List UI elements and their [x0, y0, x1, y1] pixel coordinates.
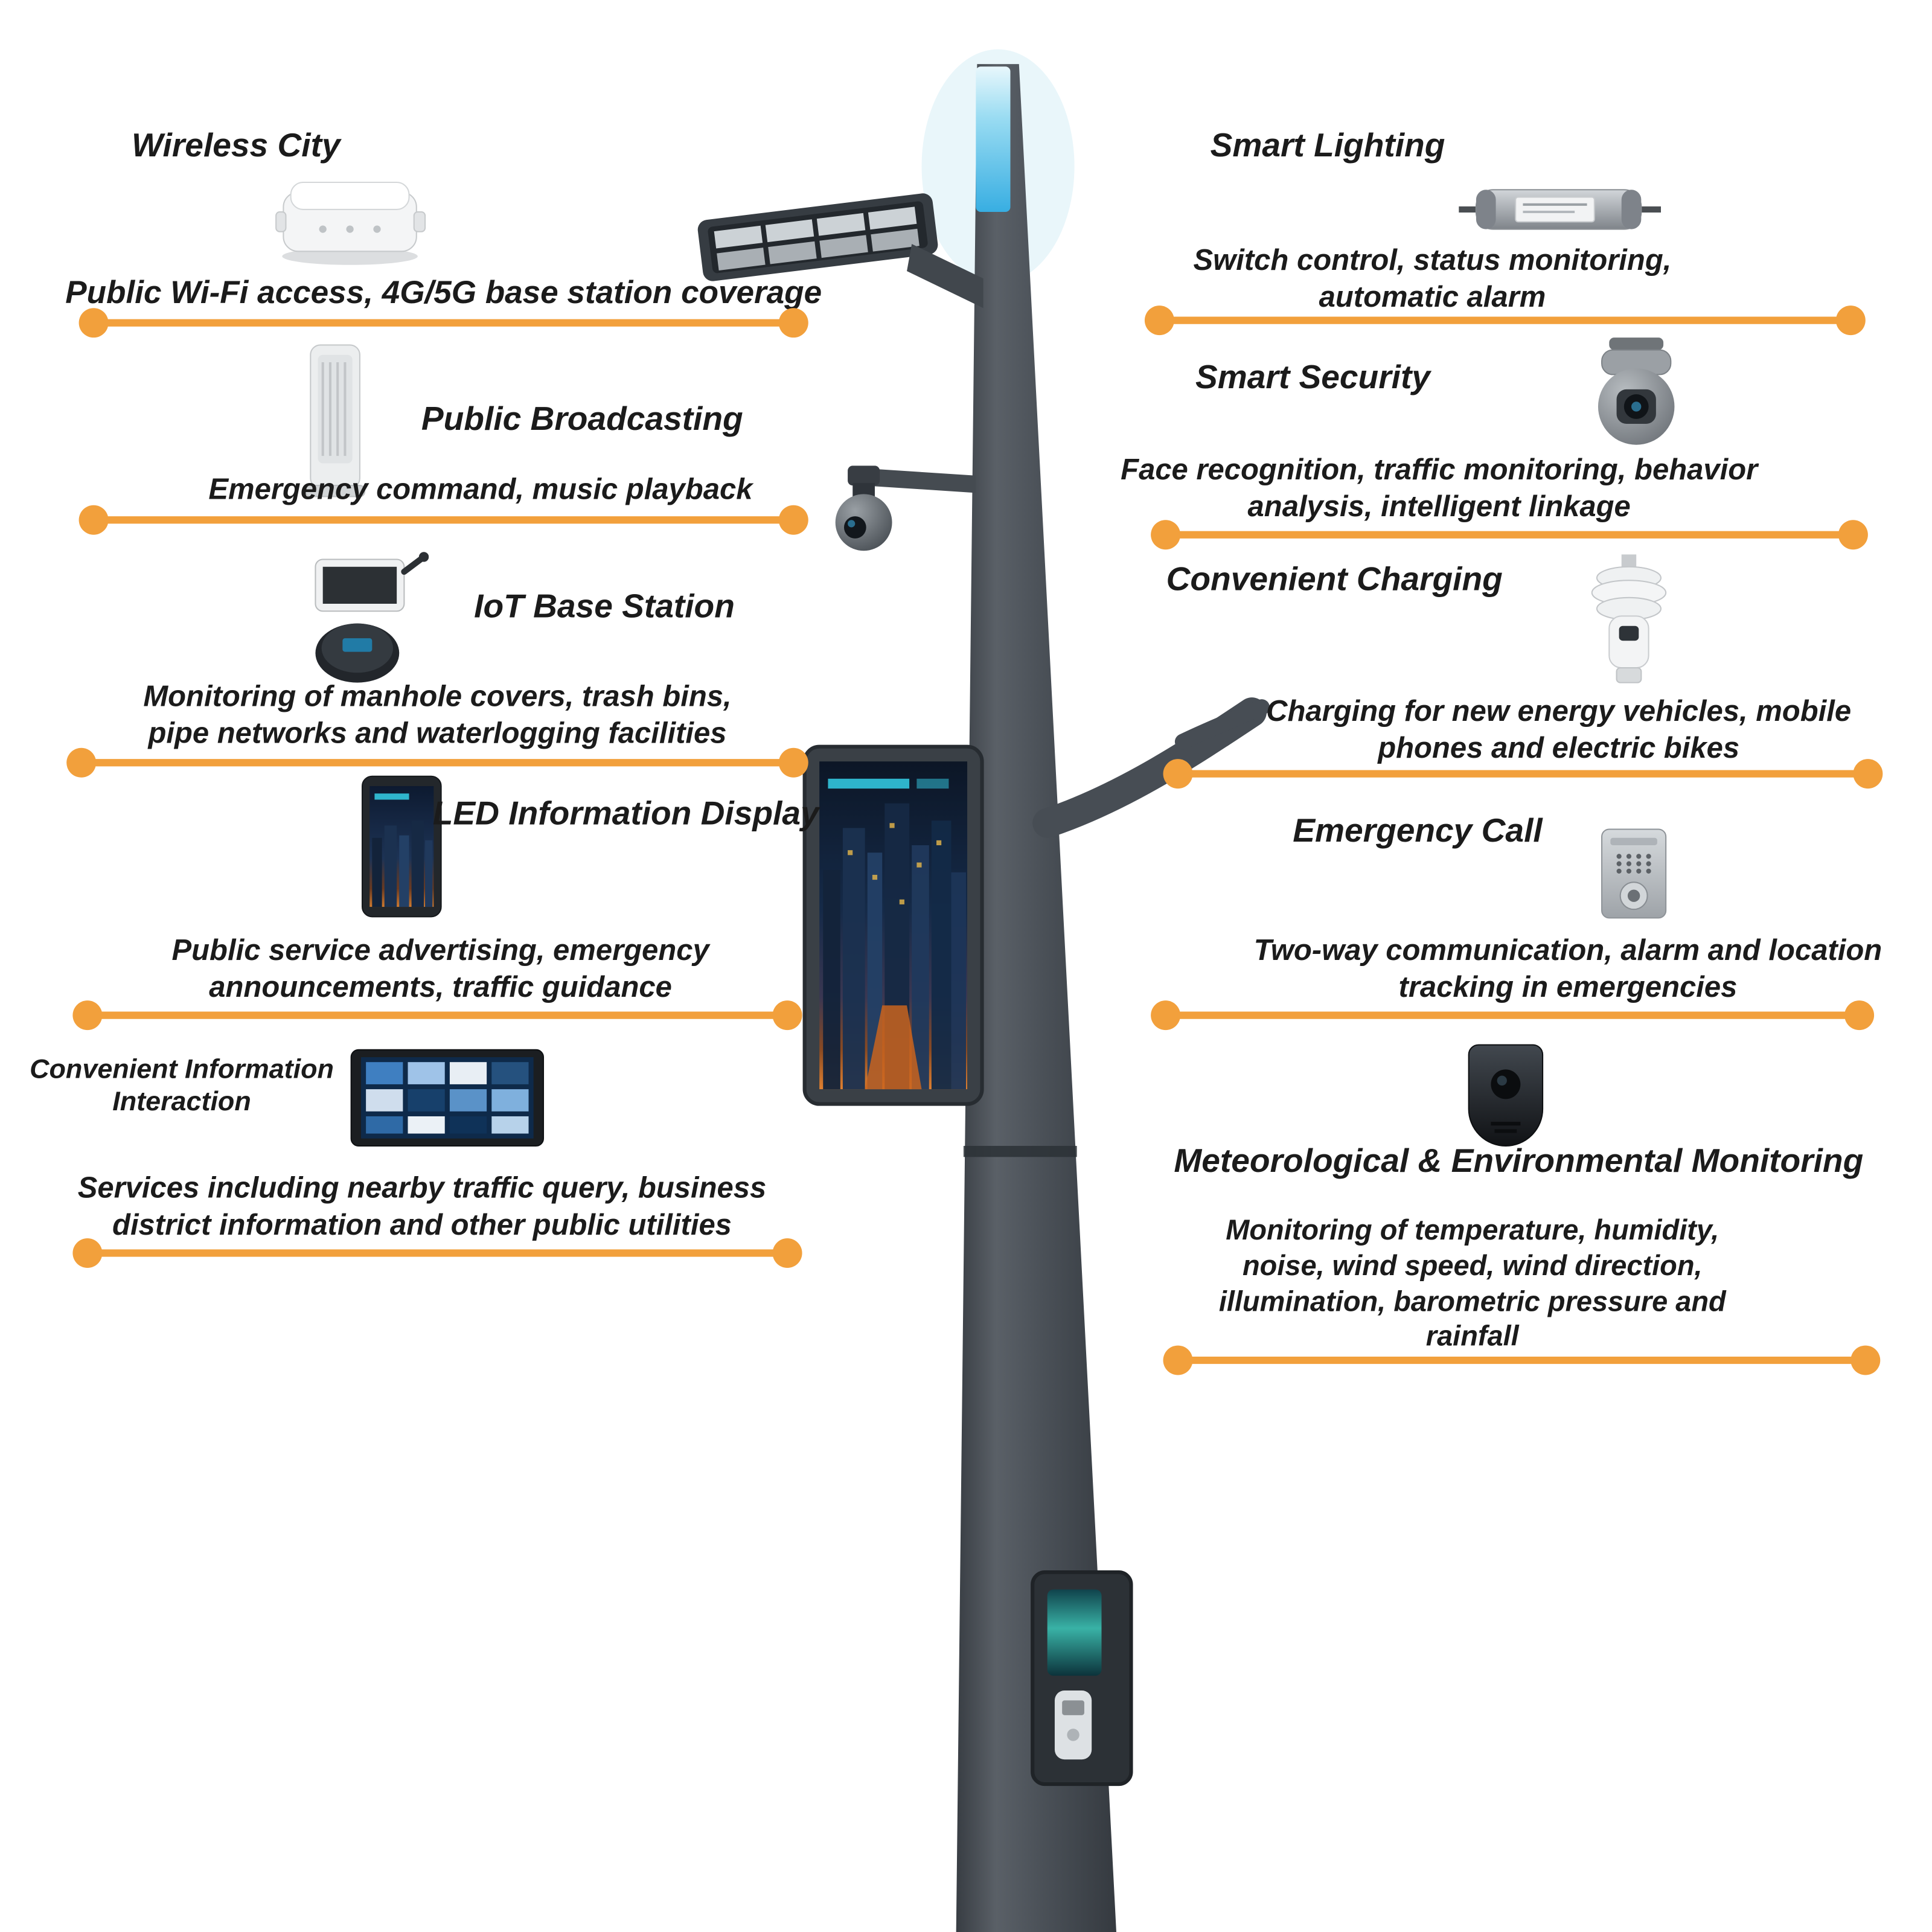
connector-dot-right — [778, 308, 808, 338]
feature-title: Public Broadcasting — [421, 400, 743, 438]
branch-arm — [1032, 697, 1270, 838]
charging-cabinet — [1031, 1570, 1133, 1786]
connector-dot-right — [778, 505, 808, 535]
connector-dot-right — [772, 1238, 802, 1268]
iot-devices-image — [315, 552, 429, 683]
connector-dot-left — [78, 505, 109, 535]
light-controller-image — [1459, 189, 1662, 230]
feature-title: Smart Security — [1195, 358, 1430, 396]
feature-title: Convenient Charging — [1166, 560, 1503, 598]
connector-dot-left — [1163, 759, 1193, 789]
connector-line — [1163, 759, 1883, 789]
feature-title: LED Information Display — [432, 795, 819, 832]
feature-title: Meteorological & Environmental Monitorin… — [1174, 1142, 1864, 1180]
connector-dot-left — [72, 1000, 103, 1031]
speaker-image — [305, 344, 366, 497]
connector-line — [72, 1000, 802, 1031]
feature-description: Switch control, status monitoring, autom… — [1193, 244, 1672, 315]
connector-dot-right — [772, 1000, 802, 1031]
pole-led-screen — [802, 744, 984, 1106]
feature-description: Public service advertising, emergency an… — [171, 933, 709, 1005]
feature-description: Charging for new energy vehicles, mobile… — [1266, 695, 1852, 766]
connector-dot-left — [1151, 1000, 1181, 1031]
connector-line — [1151, 1000, 1875, 1031]
connector-dot-left — [1163, 1345, 1193, 1375]
connector-line — [78, 505, 808, 535]
emergency-callbox-image — [1601, 828, 1667, 919]
connector-line — [78, 308, 808, 338]
connector-line — [66, 747, 808, 778]
street-lamp-head — [697, 193, 984, 309]
feature-description: Monitoring of manhole covers, trash bins… — [143, 680, 732, 750]
pole-body — [956, 64, 1116, 1932]
feature-description: Services including nearby traffic query,… — [77, 1171, 767, 1243]
feature-description: Face recognition, traffic monitoring, be… — [1121, 453, 1758, 524]
charging-device-image — [1591, 554, 1667, 683]
feature-description: Emergency command, music playback — [208, 473, 753, 507]
connector-dot-right — [778, 747, 808, 778]
environment-sensor-image — [1468, 1044, 1544, 1147]
feature-title: IoT Base Station — [474, 587, 735, 625]
connector-dot-left — [72, 1238, 103, 1268]
connector-line — [1163, 1345, 1881, 1375]
connector-line — [1151, 520, 1868, 550]
feature-title: Emergency Call — [1293, 811, 1543, 849]
connector-dot-left — [66, 747, 97, 778]
feature-title: Smart Lighting — [1210, 127, 1445, 164]
connector-dot-left — [1144, 305, 1174, 336]
wifi-ap-image — [275, 182, 426, 265]
pole-joint — [963, 1145, 1077, 1157]
feature-description: Monitoring of temperature, humidity, noi… — [1218, 1214, 1726, 1352]
feature-title: Convenient Information Interaction — [30, 1053, 334, 1116]
connector-dot-right — [1844, 1000, 1875, 1031]
feature-description: Two-way communication, alarm and locatio… — [1253, 933, 1882, 1005]
connector-dot-right — [1853, 759, 1883, 789]
connector-dot-right — [1835, 305, 1866, 336]
connector-dot-left — [1151, 520, 1181, 550]
security-camera-image — [1598, 337, 1675, 445]
feature-description: Public Wi-Fi access, 4G/5G base station … — [65, 273, 822, 311]
feature-title: Wireless City — [132, 127, 341, 164]
tablet-image — [350, 1049, 545, 1147]
connector-dot-left — [78, 308, 109, 338]
cctv-camera — [835, 465, 976, 551]
pole-light-strip — [976, 66, 1011, 213]
led-display-image — [361, 775, 442, 918]
connector-dot-right — [1850, 1345, 1881, 1375]
connector-dot-right — [1838, 520, 1868, 550]
connector-line — [72, 1238, 802, 1268]
connector-line — [1144, 305, 1866, 336]
